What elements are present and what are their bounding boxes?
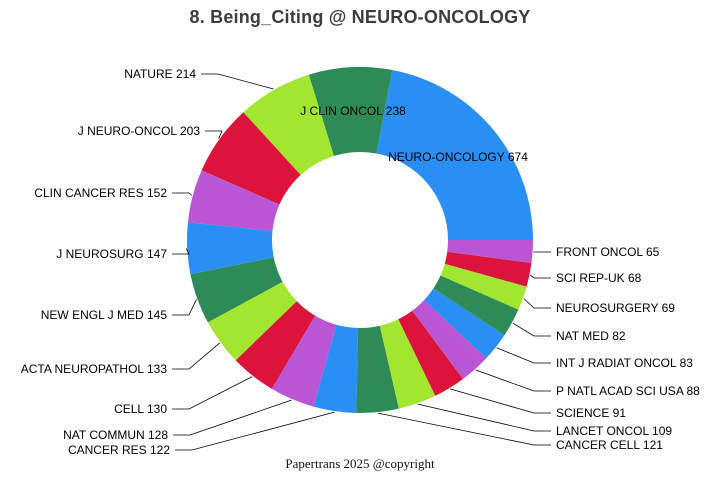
pie-slice-front-oncol	[447, 240, 533, 264]
leader-line-cancer-res	[175, 411, 335, 451]
pie-slice-nat-commun	[271, 315, 337, 407]
slice-label-acta-neuropathol: ACTA NEUROPATHOL 133	[21, 362, 168, 376]
slice-label-p-natl-acad-sci-usa: P NATL ACAD SCI USA 88	[556, 384, 700, 398]
pie-slice-cancer-res	[313, 324, 359, 413]
slice-label-neuro-oncology: NEURO-ONCOLOGY 674	[388, 150, 528, 164]
chart-title: 8. Being_Citing @ NEURO-ONCOLOGY	[189, 7, 531, 27]
pie-slice-neurosurgery	[440, 263, 527, 310]
slice-label-j-neuro-oncol: J NEURO-ONCOL 203	[78, 124, 201, 138]
leader-line-j-neuro-oncol	[205, 130, 223, 139]
leader-line-sci-rep-uk	[530, 274, 551, 279]
slice-label-science: SCIENCE 91	[556, 406, 626, 420]
leader-line-nat-med	[512, 322, 551, 337]
pie-slice-sci-rep-uk	[444, 251, 532, 287]
leader-line-science	[449, 388, 551, 414]
copyright-note: Papertrans 2025 @copyright	[285, 456, 435, 471]
leader-line-acta-neuropathol	[172, 342, 220, 370]
pie-slice-science	[398, 310, 463, 396]
slice-label-int-j-radiat-oncol: INT J RADIAT ONCOL 83	[556, 356, 693, 370]
pie-slice-j-neuro-oncol	[201, 112, 301, 205]
leader-line-nat-commun	[173, 399, 292, 436]
leader-line-nature	[201, 73, 274, 90]
pie-slice-j-neurosurg	[187, 222, 274, 275]
slice-label-nat-med: NAT MED 82	[556, 329, 626, 343]
slice-label-j-clin-oncol: J CLIN ONCOL 238	[300, 104, 406, 118]
slice-label-neurosurgery: NEUROSURGERY 69	[556, 301, 675, 315]
slice-label-new-engl-j-med: NEW ENGL J MED 145	[41, 308, 168, 322]
slice-label-j-neurosurg: J NEUROSURG 147	[56, 247, 167, 261]
leader-line-neurosurgery	[523, 298, 551, 309]
leader-line-int-j-radiat-oncol	[496, 347, 551, 364]
pie-slice-neuro-oncology	[376, 70, 534, 240]
pie-slice-nature	[243, 74, 334, 175]
pie-slice-j-clin-oncol	[308, 67, 393, 156]
slice-label-nat-commun: NAT COMMUN 128	[63, 428, 168, 442]
leader-line-cancer-cell	[377, 412, 551, 446]
pie-slice-nat-med	[433, 275, 519, 336]
leader-line-p-natl-acad-sci-usa	[475, 369, 551, 392]
pie-slice-int-j-radiat-oncol	[424, 288, 505, 359]
pie-slice-cancer-cell	[356, 325, 399, 413]
slice-label-lancet-oncol: LANCET ONCOL 109	[556, 424, 672, 438]
slice-label-cancer-res: CANCER RES 122	[68, 443, 170, 457]
pie-slice-lancet-oncol	[379, 319, 436, 409]
pie-slice-p-natl-acad-sci-usa	[412, 300, 487, 380]
pie-slice-new-engl-j-med	[190, 257, 283, 323]
pie-slice-clin-cancer-res	[187, 170, 280, 231]
slice-label-nature: NATURE 214	[124, 67, 196, 81]
leader-line-lancet-oncol	[417, 403, 551, 432]
leader-line-new-engl-j-med	[172, 299, 197, 316]
pie-slice-cell	[235, 301, 316, 389]
leader-line-clin-cancer-res	[172, 192, 193, 196]
leader-line-cell	[172, 376, 253, 410]
slice-label-sci-rep-uk: SCI REP-UK 68	[556, 271, 642, 285]
slice-label-front-oncol: FRONT ONCOL 65	[556, 245, 660, 259]
slice-label-clin-cancer-res: CLIN CANCER RES 152	[34, 186, 167, 200]
slice-label-cancer-cell: CANCER CELL 121	[556, 438, 663, 452]
leader-line-j-neurosurg	[172, 248, 190, 255]
slice-label-cell: CELL 130	[114, 402, 167, 416]
pie-slice-acta-neuropathol	[207, 281, 297, 361]
